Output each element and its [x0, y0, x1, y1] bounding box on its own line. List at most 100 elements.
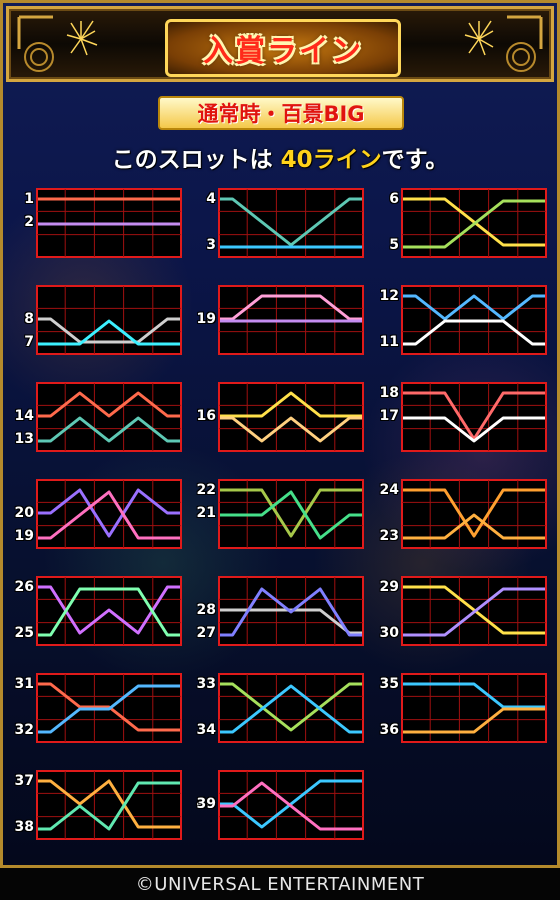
payline-24 [403, 488, 545, 538]
payline-number-label: 3 [206, 237, 216, 253]
payline-grid [218, 382, 364, 452]
payline-number-label: 27 [196, 625, 216, 641]
payline-number-label: 29 [379, 579, 399, 595]
copyright-text: ©UNIVERSAL ENTERTAINMENT [135, 873, 425, 895]
payline-5 [403, 199, 545, 249]
payline-number-label: 24 [379, 482, 399, 498]
payline-19 [38, 490, 180, 540]
payline-number-label: 7 [24, 334, 34, 350]
line-count-note: このスロットは 40ラインです。 [0, 140, 560, 174]
payline-grid [218, 188, 364, 258]
payline-number-label: 19 [14, 528, 34, 544]
payline-grid [218, 285, 364, 355]
payline-grid [36, 479, 182, 549]
payline-10 [220, 294, 362, 321]
payline-25 [38, 587, 180, 637]
payline-grid [36, 285, 182, 355]
payline-number-label: 14 [14, 408, 34, 424]
payline-number-label: 12 [379, 288, 399, 304]
payline-number-label: 26 [14, 579, 34, 595]
payline-grid [401, 188, 547, 258]
payline-number-label: 36 [379, 722, 399, 738]
payline-grid [218, 673, 364, 743]
payline-27 [220, 587, 362, 637]
payline-grid [218, 576, 364, 646]
payline-grid [401, 576, 547, 646]
title-header: 入賞ライン [6, 6, 554, 82]
payline-number-label: 5 [389, 237, 399, 253]
payline-number-label: 15 [196, 408, 216, 424]
payline-35 [403, 682, 545, 709]
payline-number-label: 1 [24, 191, 34, 207]
payline-number-label: 33 [196, 676, 216, 692]
payline-14 [38, 391, 180, 418]
payline-17 [403, 416, 545, 443]
payline-8 [38, 317, 180, 344]
payline-11 [403, 319, 545, 346]
payline-number-label: 9 [206, 311, 216, 327]
line-note-highlight: 40ライン [280, 147, 382, 173]
payline-number-label: 6 [389, 191, 399, 207]
payline-29 [403, 585, 545, 635]
payline-panel: 35 36 [380, 673, 547, 743]
payline-number-label: 35 [379, 676, 399, 692]
payline-number-label: 13 [14, 431, 34, 447]
payline-number-label: 25 [14, 625, 34, 641]
payline-38 [38, 781, 180, 831]
payline-grid [218, 770, 364, 840]
payline-4 [220, 197, 362, 247]
payline-22 [220, 488, 362, 538]
payline-number-label: 31 [14, 676, 34, 692]
payline-number-label: 16 [196, 408, 216, 424]
payline-grid [401, 673, 547, 743]
payline-number-label: 18 [379, 385, 399, 401]
payline-26 [38, 585, 180, 635]
payline-number-label: 8 [24, 311, 34, 327]
payline-20 [38, 488, 180, 538]
title-banner: 入賞ライン [165, 19, 401, 77]
mode-label: 通常時・百景BIG [158, 96, 404, 130]
payline-40 [220, 779, 362, 829]
payline-grid [36, 576, 182, 646]
payline-36 [403, 707, 545, 734]
line-note-suffix: です。 [381, 147, 449, 173]
payline-number-label: 40 [196, 796, 216, 812]
payline-grid [36, 673, 182, 743]
payline-21 [220, 490, 362, 540]
payline-grid [36, 770, 182, 840]
payline-39 [220, 781, 362, 831]
footer: ©UNIVERSAL ENTERTAINMENT [0, 868, 560, 900]
payline-16 [220, 416, 362, 443]
payline-grid [401, 479, 547, 549]
payline-15 [220, 391, 362, 418]
payline-number-label: 38 [14, 819, 34, 835]
line-note-prefix: このスロットは [111, 147, 281, 173]
payline-7 [38, 319, 180, 346]
payline-number-label: 28 [196, 602, 216, 618]
payline-number-label: 20 [14, 505, 34, 521]
payline-18 [403, 391, 545, 441]
payline-number-label: 22 [196, 482, 216, 498]
payline-number-label: 11 [379, 334, 399, 350]
page-title: 入賞ライン [203, 34, 363, 69]
payline-grid [401, 382, 547, 452]
payline-panel: 12 11 [380, 285, 547, 355]
payline-panel: 26 25 [15, 576, 182, 646]
payline-number-label: 21 [196, 505, 216, 521]
payline-32 [38, 684, 180, 734]
